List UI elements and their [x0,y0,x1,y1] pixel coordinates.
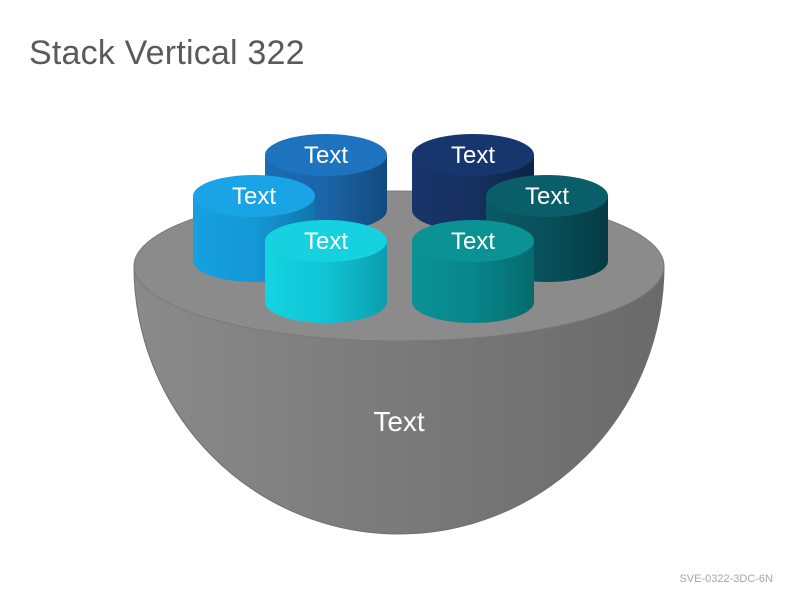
cylinder-label: Text [304,228,348,255]
slide-code: SVE-0322-3DC-6N [679,573,773,585]
cylinder-label: Text [525,183,569,210]
cylinder-body [265,241,387,323]
cylinder-top [412,134,534,176]
page-title: Stack Vertical 322 [29,34,305,72]
cylinder-5: Text [265,220,387,323]
cylinder-label: Text [304,142,348,169]
cylinder-top [193,175,315,217]
bowl-body [133,265,665,535]
cylinder-label: Text [451,228,495,255]
cylinder-top [265,134,387,176]
cylinder-body [412,241,534,323]
cylinder-top [412,220,534,262]
cylinder-6: Text [412,220,534,323]
cylinder-label: Text [232,183,276,210]
cylinder-top [265,220,387,262]
bowl-label: Text [373,406,425,437]
cylinder-top [486,175,608,217]
cylinder-label: Text [451,142,495,169]
